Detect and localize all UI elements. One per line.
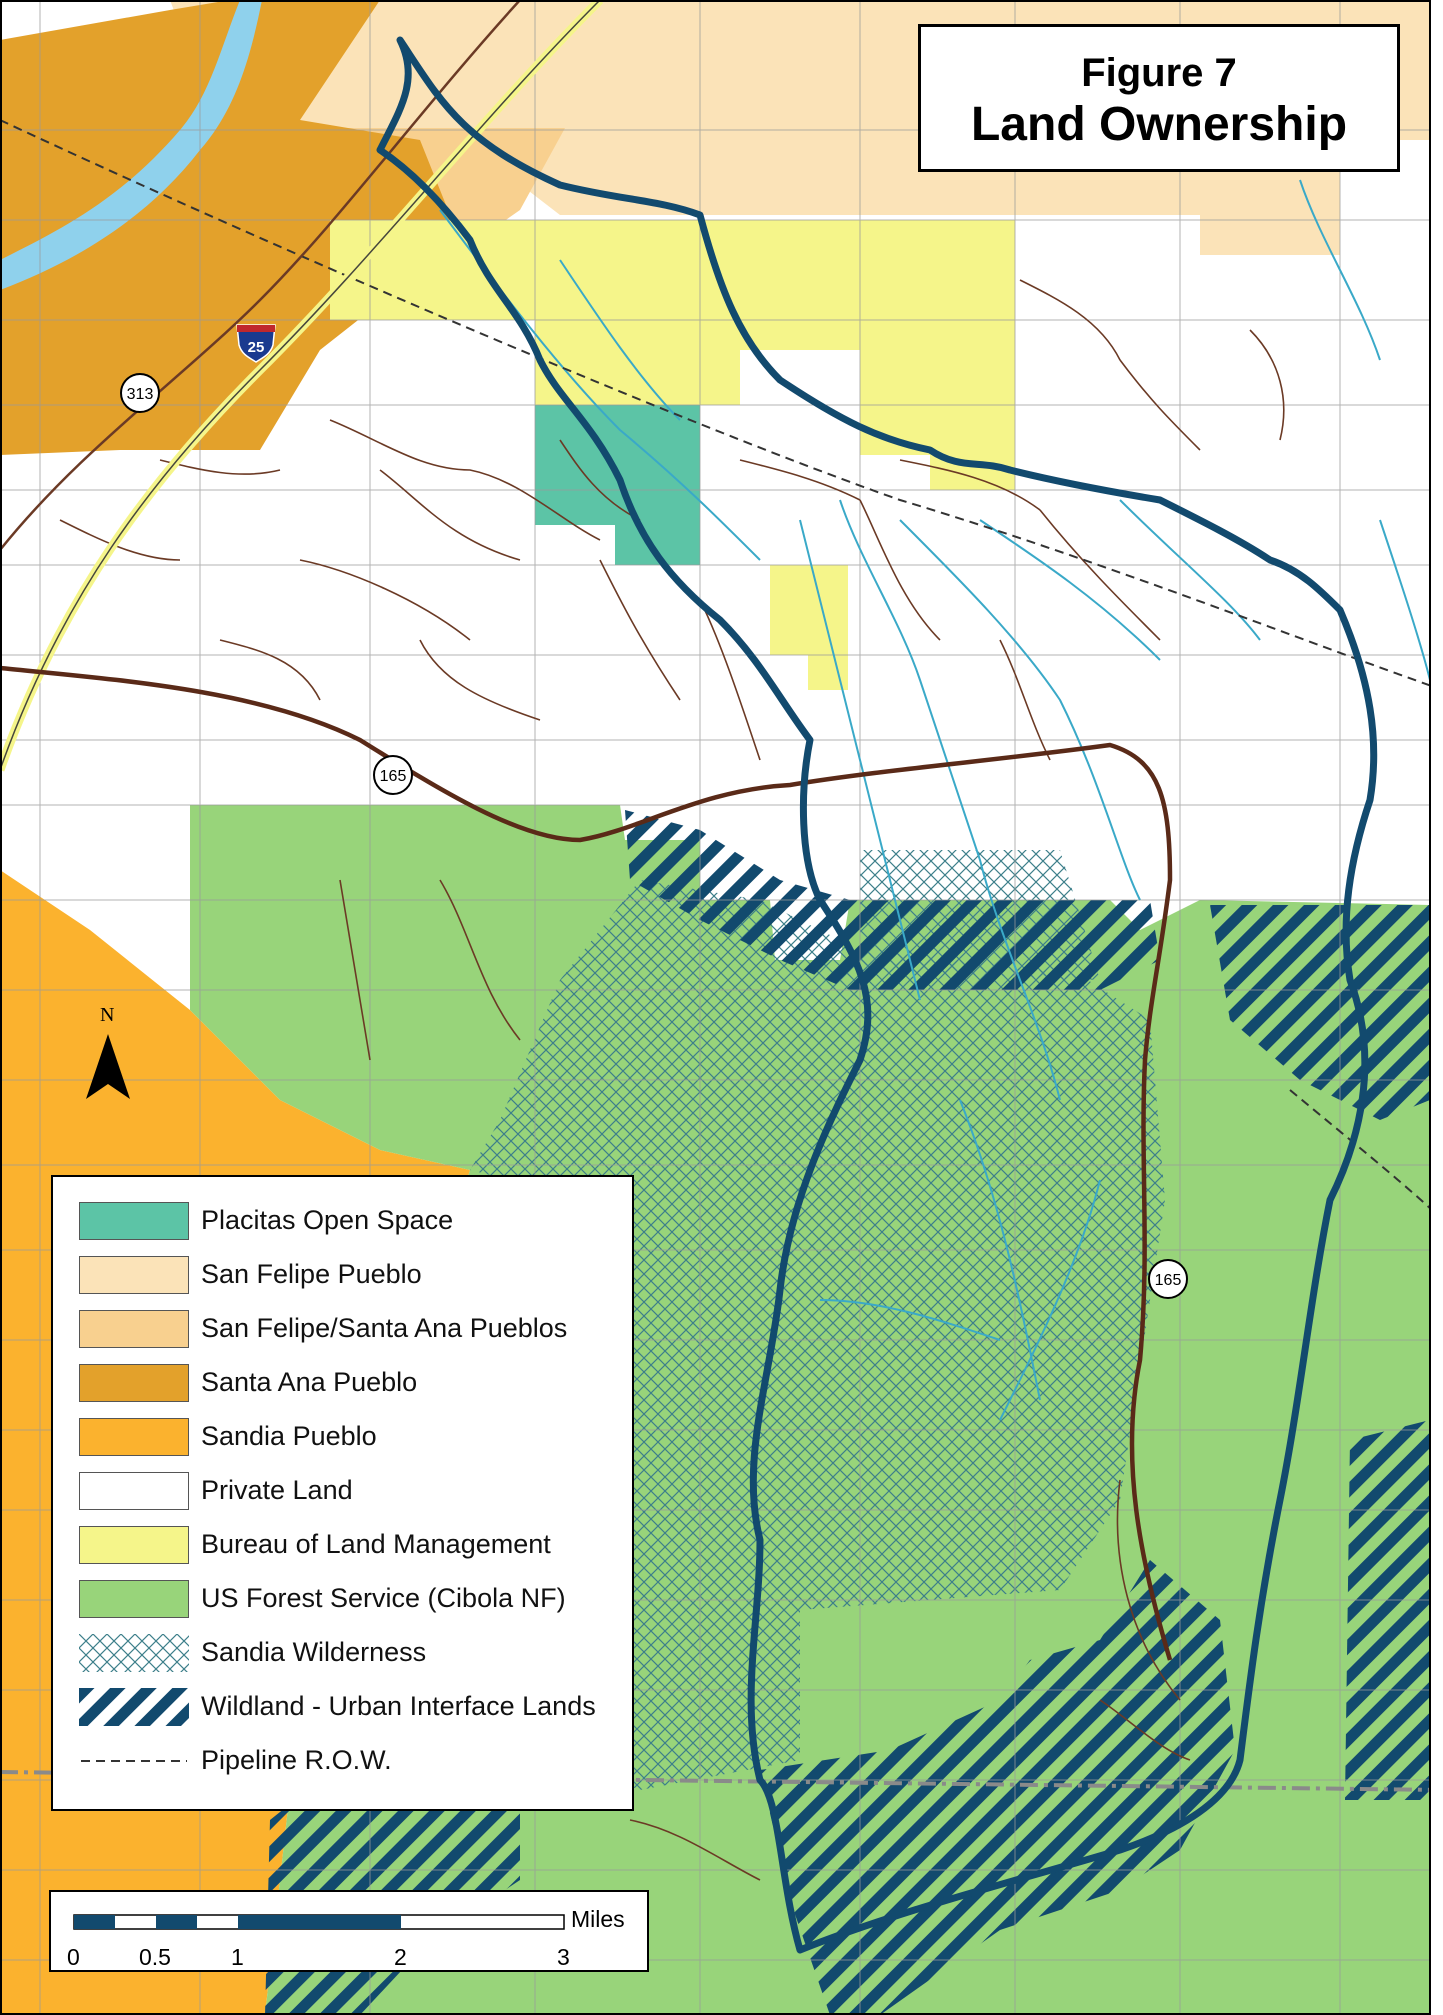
legend-swatch-crosshatch — [79, 1634, 189, 1672]
legend-swatch-diagonal — [79, 1688, 189, 1726]
legend-label: Wildland - Urban Interface Lands — [201, 1691, 596, 1721]
nm-165-shield-south: 165 — [1148, 1259, 1188, 1299]
pipeline-row-south — [1289, 1089, 1430, 1210]
sandia-wilderness-area — [470, 880, 1165, 1790]
legend-swatch — [79, 1202, 189, 1240]
legend-item-wui: Wildland - Urban Interface Lands — [79, 1686, 619, 1728]
watershed-boundary — [376, 36, 1378, 1954]
legend-label: US Forest Service (Cibola NF) — [201, 1583, 566, 1613]
legend-item-san-felipe-santa-ana: San Felipe/Santa Ana Pueblos — [79, 1308, 619, 1350]
figure-number: Figure 7 — [1081, 51, 1237, 95]
legend-item-sandia-wilderness: Sandia Wilderness — [79, 1632, 619, 1674]
blm-small-parcel — [770, 565, 848, 690]
legend-item-blm: Bureau of Land Management — [79, 1524, 619, 1566]
legend-item-private-land: Private Land — [79, 1470, 619, 1512]
legend-label: Bureau of Land Management — [201, 1529, 551, 1559]
scale-tick: 2 — [394, 1944, 407, 1970]
north-label: N — [100, 1004, 115, 1026]
scale-unit: Miles — [571, 1906, 625, 1932]
legend-item-placitas-open-space: Placitas Open Space — [79, 1200, 619, 1242]
legend-label: San Felipe Pueblo — [201, 1259, 422, 1289]
legend-swatch — [79, 1472, 189, 1510]
wui-area-east — [1210, 905, 1430, 1120]
nm-313-shield: 313 — [120, 373, 160, 413]
nm-313-label: 313 — [127, 386, 154, 403]
legend-swatch — [79, 1364, 189, 1402]
legend-item-pipeline: Pipeline R.O.W. — [79, 1740, 619, 1782]
state-road-313 — [0, 0, 521, 551]
interstate-25-label: 25 — [248, 339, 265, 356]
local-roads — [59, 279, 1285, 1881]
nm-165-label-south: 165 — [1155, 1272, 1182, 1289]
legend-label: Sandia Pueblo — [201, 1421, 377, 1451]
scale-tick: 1 — [231, 1944, 244, 1970]
legend-item-san-felipe-pueblo: San Felipe Pueblo — [79, 1254, 619, 1296]
legend-label: San Felipe/Santa Ana Pueblos — [201, 1313, 568, 1343]
legend-item-sandia-pueblo: Sandia Pueblo — [79, 1416, 619, 1458]
streams — [439, 179, 1430, 1421]
legend-label: Santa Ana Pueblo — [201, 1367, 418, 1397]
legend-label: Placitas Open Space — [201, 1205, 454, 1235]
legend-swatch — [79, 1526, 189, 1564]
legend-label: Pipeline R.O.W. — [201, 1745, 392, 1775]
scale-bar: 0 0.5 1 2 3 Miles — [49, 1890, 649, 1972]
north-arrow: N — [78, 1004, 138, 1104]
legend-item-usfs: US Forest Service (Cibola NF) — [79, 1578, 619, 1620]
scale-tick: 0.5 — [139, 1944, 171, 1970]
map-legend: Placitas Open Space San Felipe Pueblo Sa… — [51, 1175, 634, 1811]
wui-area-east-lower — [1345, 1420, 1430, 1800]
scale-tick: 3 — [557, 1944, 570, 1970]
interstate-25-shield: 25 — [236, 324, 276, 363]
placitas-open-space-area — [535, 405, 700, 565]
legend-label: Private Land — [201, 1475, 353, 1505]
nm-165-label-north: 165 — [380, 768, 407, 785]
legend-swatch — [79, 1418, 189, 1456]
blm-area — [330, 220, 1015, 490]
pipeline-row — [0, 119, 1430, 687]
map-title-box: Figure 7 Land Ownership — [918, 24, 1400, 172]
north-arrow-icon — [86, 1034, 130, 1099]
rio-grande-river — [0, 0, 262, 290]
santa-ana-pueblo-area — [0, 0, 460, 455]
legend-swatch-dashed-line — [81, 1760, 187, 1762]
legend-swatch — [79, 1256, 189, 1294]
scale-bar-graphic — [73, 1914, 565, 1930]
legend-item-santa-ana-pueblo: Santa Ana Pueblo — [79, 1362, 619, 1404]
legend-swatch — [79, 1310, 189, 1348]
wui-area-south — [760, 1560, 1235, 2015]
legend-swatch — [79, 1580, 189, 1618]
map-title: Land Ownership — [970, 98, 1348, 151]
scale-tick: 0 — [67, 1944, 80, 1970]
legend-label: Sandia Wilderness — [201, 1637, 427, 1667]
nm-165-shield-north: 165 — [373, 755, 413, 795]
